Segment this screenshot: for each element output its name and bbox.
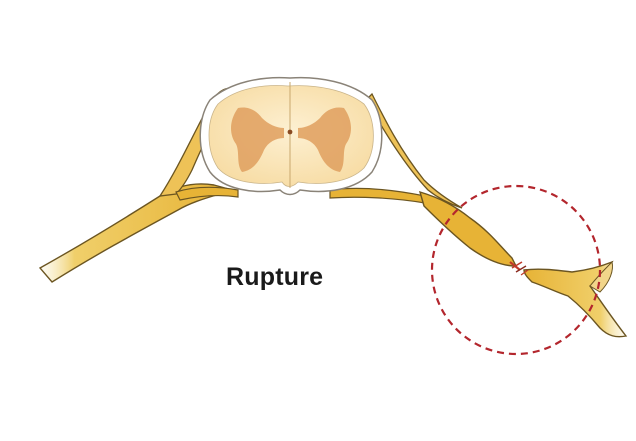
rupture-site (509, 261, 529, 276)
cord-gray-matter-left (231, 107, 284, 172)
right-nerve-distal (523, 260, 628, 338)
cord-gray-matter-right (298, 107, 351, 172)
rupture-fray-3 (515, 265, 527, 273)
distal-branch (589, 261, 613, 293)
rupture-fray-4 (520, 269, 529, 276)
rupture-highlight-circle (430, 184, 602, 356)
spinal-cord-section (199, 76, 383, 196)
right-ventral-root (329, 187, 426, 204)
rupture-caption: Rupture (226, 263, 324, 291)
cord-central-canal (287, 129, 293, 135)
rupture-fray-2 (511, 261, 523, 269)
left-nerve-trunk (38, 183, 235, 283)
distal-stump (523, 260, 628, 338)
left-ventral-root (175, 186, 239, 201)
